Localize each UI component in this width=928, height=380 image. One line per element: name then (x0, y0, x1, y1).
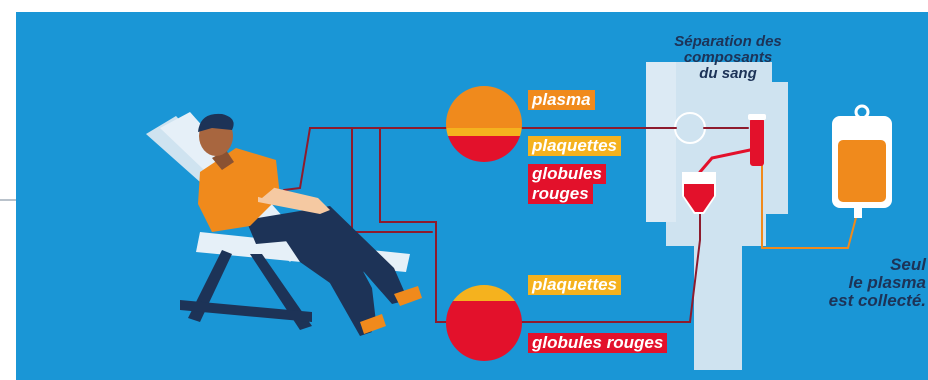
top-red-cells-label-line1: globules (528, 164, 606, 184)
plasma-note-line1: Seul (788, 256, 926, 274)
top-red-cells-label-line2: rouges (528, 184, 593, 204)
blood-bag-icon (832, 106, 892, 218)
top-platelets-label: plaquettes (528, 136, 621, 156)
separator-cylinder (748, 114, 766, 166)
top-plasma-label: plasma (528, 90, 595, 110)
bottom-red-cells-label: globules rouges (528, 333, 667, 353)
plasma-collected-note: Seul le plasma est collecté. (788, 256, 926, 310)
separator-title-line2: composants (640, 50, 816, 66)
separator-title: Séparation des composants du sang (640, 34, 816, 81)
separator-title-line1: Séparation des (640, 34, 816, 50)
plasma-note-line3: est collecté. (788, 292, 926, 310)
plasma-note-line2: le plasma (788, 274, 926, 292)
bottom-platelets-label: plaquettes (528, 275, 621, 295)
separator-title-line3: du sang (640, 66, 816, 82)
